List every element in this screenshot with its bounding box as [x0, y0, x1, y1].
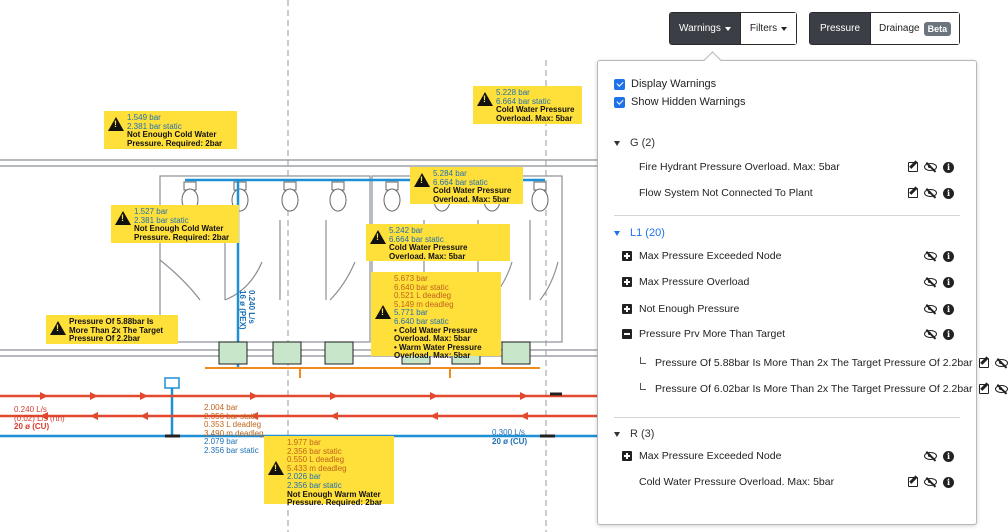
- hot-water-pipes[interactable]: [0, 394, 600, 418]
- warning-row[interactable]: Pressure Prv More Than Target i: [622, 327, 954, 341]
- beta-badge: Beta: [923, 21, 952, 36]
- pipe-label-right: 0.300 L/s 20 ø (CU): [492, 428, 528, 446]
- warning-row[interactable]: Max Pressure Exceeded Node i: [622, 249, 954, 263]
- info-icon[interactable]: i: [943, 476, 954, 488]
- warning-triangle-icon: [375, 305, 391, 319]
- drainage-mode-button[interactable]: Drainage Beta: [870, 13, 960, 44]
- group-header-r[interactable]: R (3): [614, 428, 654, 440]
- tree-branch-icon: [638, 356, 655, 370]
- edit-icon[interactable]: [978, 358, 989, 368]
- expand-plus-icon[interactable]: [622, 251, 632, 261]
- pipe-label-left: 0.240 L/s (0.02) L/s (rtn) 20 ø (CU): [14, 405, 65, 432]
- caret-down-icon: [614, 230, 620, 236]
- warnings-dropdown-button[interactable]: Warnings: [670, 13, 740, 44]
- info-icon[interactable]: i: [943, 187, 954, 199]
- warnings-panel: Display Warnings Show Hidden Warnings G …: [597, 60, 1008, 525]
- warning-row[interactable]: Max Pressure Overload i: [622, 275, 954, 289]
- eye-slash-icon[interactable]: [924, 330, 937, 338]
- display-warnings-checkbox[interactable]: Display Warnings: [614, 78, 716, 90]
- info-icon[interactable]: i: [943, 276, 954, 288]
- pressure-mode-button[interactable]: Pressure: [810, 13, 871, 44]
- pipe-label-mid: 2.004 bar 2.356 bar static 0.353 L deadl…: [204, 403, 264, 455]
- warning-row[interactable]: Cold Water Pressure Overload. Max: 5bar …: [622, 475, 954, 489]
- warning-triangle-icon: [477, 92, 493, 106]
- warning-triangle-icon: [50, 321, 66, 335]
- edit-icon[interactable]: [978, 384, 989, 394]
- eye-slash-icon[interactable]: [994, 359, 1008, 367]
- divider: [614, 417, 960, 418]
- collapse-minus-icon[interactable]: [622, 329, 632, 339]
- expand-plus-icon[interactable]: [622, 304, 632, 314]
- checkbox-checked-icon[interactable]: [614, 78, 625, 90]
- valves[interactable]: [164, 377, 562, 438]
- caret-down-icon: [781, 26, 788, 31]
- caret-down-icon: [614, 431, 620, 437]
- mode-toggle-group: Pressure Drainage Beta: [809, 12, 961, 45]
- warning-row[interactable]: Flow System Not Connected To Plant i: [622, 186, 954, 200]
- edit-icon[interactable]: [908, 162, 918, 172]
- info-icon[interactable]: i: [943, 250, 954, 262]
- eye-slash-icon[interactable]: [924, 478, 937, 486]
- warning-triangle-icon: [268, 461, 284, 475]
- group-header-l1[interactable]: L1 (20): [614, 227, 665, 239]
- info-icon[interactable]: i: [943, 303, 954, 315]
- edit-icon[interactable]: [908, 188, 918, 198]
- caret-down-icon: [724, 26, 731, 31]
- warm-water-pipes[interactable]: [205, 367, 540, 378]
- eye-slash-icon[interactable]: [924, 252, 937, 260]
- warning-triangle-icon: [370, 230, 386, 244]
- riser-label: 0.240 L/s 16 ø (PEX): [238, 290, 256, 330]
- tree-branch-icon: [638, 382, 655, 396]
- warning-row[interactable]: Max Pressure Exceeded Node i: [622, 449, 954, 463]
- plumbing-drawing-canvas[interactable]: [0, 0, 980, 532]
- caret-down-icon: [614, 140, 620, 146]
- warning-subrow[interactable]: Pressure Of 5.88bar Is More Than 2x The …: [638, 356, 1008, 370]
- warning-box-tmv[interactable]: 5.673 bar 6.640 bar static 0.521 L deadl…: [371, 272, 501, 360]
- show-hidden-warnings-checkbox[interactable]: Show Hidden Warnings: [614, 96, 746, 108]
- info-icon[interactable]: i: [943, 161, 954, 173]
- eye-slash-icon[interactable]: [924, 305, 937, 313]
- eye-slash-icon[interactable]: [924, 163, 937, 171]
- eye-slash-icon[interactable]: [924, 452, 937, 460]
- warning-box-overload-1[interactable]: 5.228 bar 6.664 bar static Cold Water Pr…: [473, 86, 582, 124]
- divider: [614, 215, 960, 216]
- group-header-g[interactable]: G (2): [614, 137, 655, 149]
- warning-triangle-icon: [108, 117, 124, 131]
- eye-slash-icon[interactable]: [924, 189, 937, 197]
- expand-plus-icon[interactable]: [622, 277, 632, 287]
- info-icon[interactable]: i: [943, 328, 954, 340]
- warning-box-prv[interactable]: Pressure Of 5.88bar Is More Than 2x The …: [46, 315, 178, 344]
- expand-plus-icon[interactable]: [622, 451, 632, 461]
- warning-triangle-icon: [115, 211, 131, 225]
- warning-box-overload-3[interactable]: 5.242 bar 6.664 bar static Cold Water Pr…: [366, 224, 510, 261]
- warning-subrow[interactable]: Pressure Of 6.02bar Is More Than 2x The …: [638, 382, 1008, 396]
- warning-triangle-icon: [414, 173, 430, 187]
- warning-box-warm[interactable]: 1.977 bar 2.356 bar static 0.550 L deadl…: [264, 436, 394, 507]
- warning-box-overload-2[interactable]: 5.284 bar 6.664 bar static Cold Water Pr…: [410, 167, 523, 204]
- warning-box-cold-2[interactable]: 1.527 bar 2.381 bar static Not Enough Co…: [111, 205, 239, 243]
- warning-box-cold-1[interactable]: 1.549 bar 2.381 bar static Not Enough Co…: [104, 111, 237, 149]
- warnings-filters-group: Warnings Filters: [669, 12, 798, 45]
- warning-row[interactable]: Fire Hydrant Pressure Overload. Max: 5ba…: [622, 160, 954, 174]
- eye-slash-icon[interactable]: [994, 385, 1008, 393]
- info-icon[interactable]: i: [943, 450, 954, 462]
- flow-arrows: [40, 392, 528, 420]
- filters-dropdown-button[interactable]: Filters: [739, 13, 797, 44]
- checkbox-checked-icon[interactable]: [614, 96, 625, 108]
- eye-slash-icon[interactable]: [924, 278, 937, 286]
- edit-icon[interactable]: [908, 477, 918, 487]
- warning-row[interactable]: Not Enough Pressure i: [622, 302, 954, 316]
